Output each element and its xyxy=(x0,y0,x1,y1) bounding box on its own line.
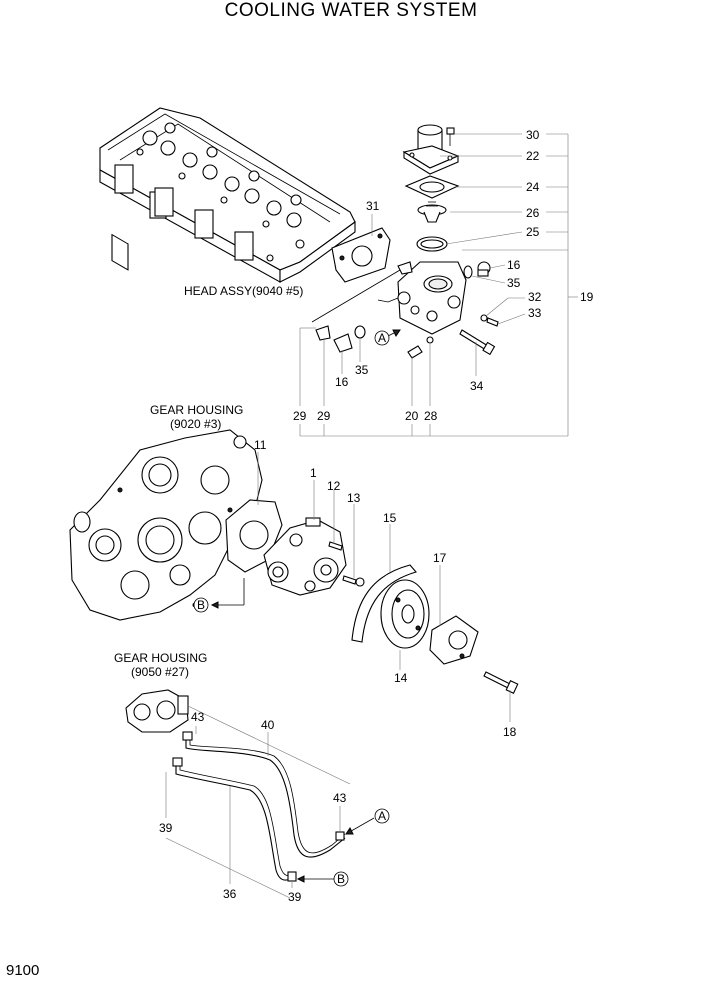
callout-29-left: 29 xyxy=(293,409,307,423)
page-number: 9100 xyxy=(6,962,40,979)
connector-b-lower: B xyxy=(296,871,349,887)
middle-leader-lines xyxy=(257,452,511,722)
callout-34: 34 xyxy=(470,379,484,393)
thermostat-housing-drawing xyxy=(311,124,499,359)
gear-housing-2-label-line2: (9050 #27) xyxy=(131,665,189,679)
callout-39-left: 39 xyxy=(159,821,173,835)
callout-40: 40 xyxy=(261,718,275,732)
callout-11: 11 xyxy=(254,438,267,452)
callout-28: 28 xyxy=(424,409,438,423)
connector-a-lower: A xyxy=(345,808,390,835)
callout-22: 22 xyxy=(526,149,540,163)
head-assy-label: HEAD ASSY(9040 #5) xyxy=(184,284,303,298)
connector-b-middle-label: B xyxy=(197,598,205,612)
callout-29-right: 29 xyxy=(317,409,331,423)
callout-12: 12 xyxy=(327,479,341,493)
callout-20: 20 xyxy=(405,409,419,423)
callout-19: 19 xyxy=(580,290,594,304)
callout-26: 26 xyxy=(526,206,540,220)
callout-35-lower: 35 xyxy=(355,363,369,377)
callout-36: 36 xyxy=(223,887,237,901)
gear-housing-2-label-line1: GEAR HOUSING xyxy=(114,651,207,665)
callout-24: 24 xyxy=(526,180,540,194)
callout-15: 15 xyxy=(383,511,397,525)
gear-housing-drawing xyxy=(69,429,283,621)
part-callouts: 30 22 24 26 25 31 16 35 32 33 19 16 35 3… xyxy=(159,128,594,904)
cylinder-head-drawing xyxy=(99,107,391,283)
callout-43-upper: 43 xyxy=(191,710,205,724)
callout-30: 30 xyxy=(526,128,540,142)
hose-pipes-drawing xyxy=(172,731,346,882)
lower-leader-lines xyxy=(165,705,351,899)
callout-16-lower: 16 xyxy=(335,375,349,389)
callout-17: 17 xyxy=(433,551,447,565)
page-title: COOLING WATER SYSTEM xyxy=(224,0,478,21)
callout-1: 1 xyxy=(310,466,317,480)
connector-a-upper: A xyxy=(374,329,401,346)
water-pump-drawing xyxy=(263,517,365,596)
connector-b-middle: B xyxy=(193,578,245,613)
connector-b-lower-label: B xyxy=(337,872,345,886)
callout-18: 18 xyxy=(503,725,517,739)
callout-32: 32 xyxy=(528,290,542,304)
callout-39-lower: 39 xyxy=(288,890,302,904)
connector-a-lower-label: A xyxy=(378,809,386,823)
connector-a-upper-label: A xyxy=(378,331,386,345)
lower-gear-housing-drawing xyxy=(125,689,189,733)
callout-35-upper: 35 xyxy=(507,276,521,290)
gear-housing-1-label-line2: (9020 #3) xyxy=(170,417,221,431)
callout-13: 13 xyxy=(347,491,361,505)
callout-16-upper: 16 xyxy=(507,258,521,272)
gear-housing-1-label-line1: GEAR HOUSING xyxy=(150,403,243,417)
upper-leader-lines xyxy=(299,133,578,437)
callout-31: 31 xyxy=(366,199,380,213)
callout-25: 25 xyxy=(526,225,540,239)
pulley-belt-drawing xyxy=(351,564,519,694)
callout-14: 14 xyxy=(394,671,408,685)
callout-43-lower: 43 xyxy=(333,791,347,805)
callout-33: 33 xyxy=(528,306,542,320)
